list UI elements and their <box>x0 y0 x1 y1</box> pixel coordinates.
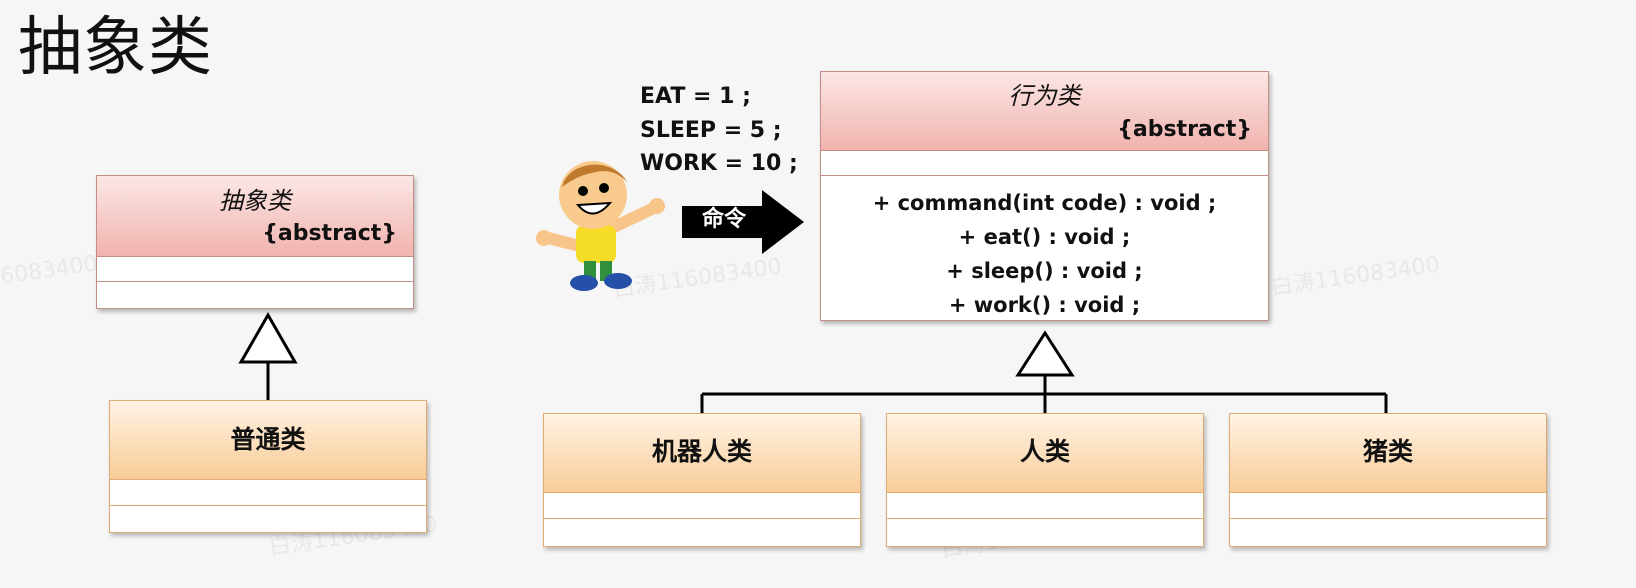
method-sleep: + sleep() : void ; <box>946 259 1143 283</box>
behavior-class-header: 行为类 {abstract} <box>821 72 1268 151</box>
concrete-class-name: 普通类 <box>230 425 306 454</box>
methods-section: + command(int code) : void ; + eat() : v… <box>821 176 1268 319</box>
methods-section <box>110 506 426 532</box>
pig-class-box: 猪类 <box>1229 413 1547 547</box>
attributes-section <box>1230 493 1546 519</box>
watermark: 6083400 <box>0 251 100 290</box>
methods-section <box>1230 519 1546 546</box>
methods-section <box>97 282 413 307</box>
behavior-class-name: 行为类 <box>1008 82 1081 110</box>
abstract-stereotype: {abstract} <box>262 221 397 246</box>
abstract-class-name: 抽象类 <box>219 187 291 215</box>
constant-eat: EAT = 1 ; <box>640 84 751 109</box>
pig-class-header: 猪类 <box>1230 414 1546 493</box>
attributes-section <box>887 493 1203 519</box>
inheritance-arrow-right <box>700 330 1388 413</box>
page-title: 抽象类 <box>18 11 213 85</box>
inheritance-arrow-left <box>238 311 298 400</box>
behavior-stereotype: {abstract} <box>1117 117 1252 142</box>
attributes-section <box>110 480 426 506</box>
constant-work: WORK = 10 ; <box>640 151 798 176</box>
command-arrow <box>682 190 804 254</box>
attributes-section <box>821 151 1268 176</box>
human-class-name: 人类 <box>1019 437 1070 466</box>
concrete-class-header: 普通类 <box>110 401 426 480</box>
command-label: 命令 <box>702 207 747 232</box>
behavior-class-box: 行为类 {abstract} + command(int code) : voi… <box>820 71 1269 321</box>
constant-sleep: SLEEP = 5 ; <box>640 118 782 143</box>
attributes-section <box>544 493 860 519</box>
robot-class-name: 机器人类 <box>651 437 752 466</box>
watermark: 白涛116083400 <box>1269 252 1442 301</box>
concrete-class-box: 普通类 <box>109 400 427 533</box>
robot-class-box: 机器人类 <box>543 413 861 547</box>
methods-section <box>544 519 860 546</box>
abstract-class-header: 抽象类 {abstract} <box>97 176 413 257</box>
pig-class-name: 猪类 <box>1362 437 1413 466</box>
abstract-class-box: 抽象类 {abstract} <box>96 175 414 309</box>
method-work: + work() : void ; <box>948 293 1141 317</box>
human-class-header: 人类 <box>887 414 1203 493</box>
attributes-section <box>97 257 413 282</box>
robot-class-header: 机器人类 <box>544 414 860 493</box>
cartoon-boy-illustration <box>536 161 665 291</box>
methods-section <box>887 519 1203 546</box>
human-class-box: 人类 <box>886 413 1204 547</box>
method-command: + command(int code) : void ; <box>872 191 1217 215</box>
method-eat: + eat() : void ; <box>958 225 1131 249</box>
